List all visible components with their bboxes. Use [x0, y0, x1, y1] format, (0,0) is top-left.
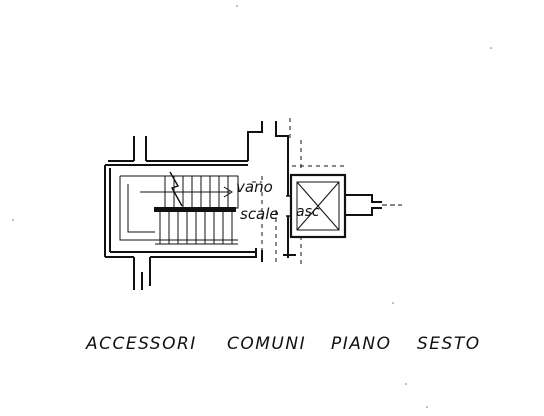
caption-word-1: ACCESSORI — [85, 334, 197, 354]
reference-lines — [252, 118, 345, 264]
scan-specks — [12, 5, 492, 408]
caption-word-2: COMUNI — [227, 334, 306, 354]
elevator-shaft — [286, 173, 347, 239]
stairwell-walls — [104, 121, 296, 290]
wall-projection — [345, 194, 402, 216]
label-asc: asc — [296, 204, 320, 220]
caption-word-3: PIANO — [331, 334, 392, 354]
stair-divider — [154, 207, 236, 212]
caption-word-4: SESTO — [417, 334, 481, 354]
plan-caption: ACCESSORI COMUNI PIANO SESTO — [85, 334, 481, 354]
staircase — [119, 171, 239, 245]
label-scale: scale — [240, 205, 279, 223]
label-vano: vano — [236, 178, 273, 196]
